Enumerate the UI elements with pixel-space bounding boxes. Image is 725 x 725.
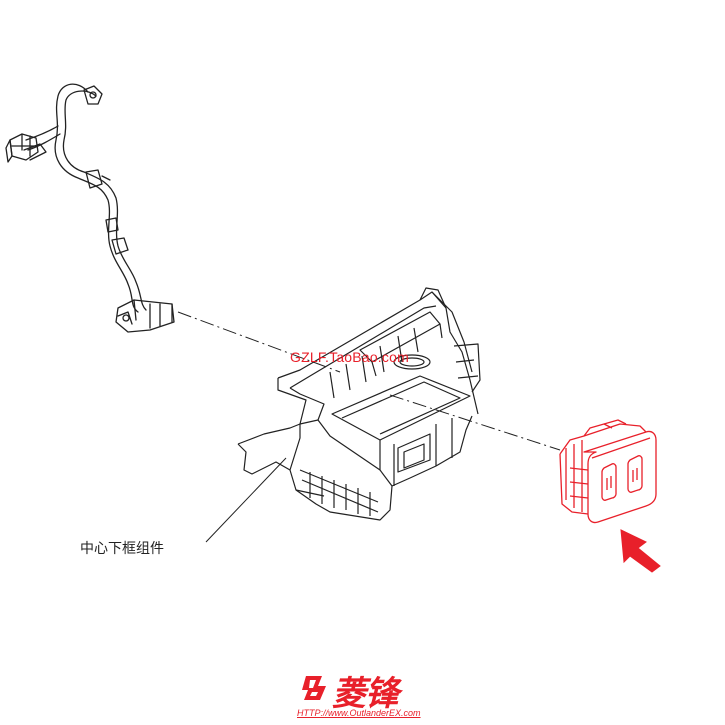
- callout-leader: [205, 457, 287, 543]
- brand-logo: 菱锋 HTTP://www.OutlanderEX.com: [294, 670, 434, 720]
- indicator-arrow-icon: [620, 529, 661, 573]
- callout-label: 中心下框组件: [80, 541, 164, 557]
- wiring-harness: [5, 83, 175, 333]
- logo-mark-icon: [302, 676, 326, 700]
- leader-lines: [177, 311, 561, 451]
- center-lower-frame: [237, 287, 481, 521]
- watermark-text: GZLF.TaoBao.com: [290, 349, 409, 365]
- logo-brand-text: 菱锋: [332, 674, 399, 714]
- highlighted-switch-part: [559, 419, 657, 524]
- logo-url: HTTP://www.OutlanderEX.com: [297, 708, 421, 718]
